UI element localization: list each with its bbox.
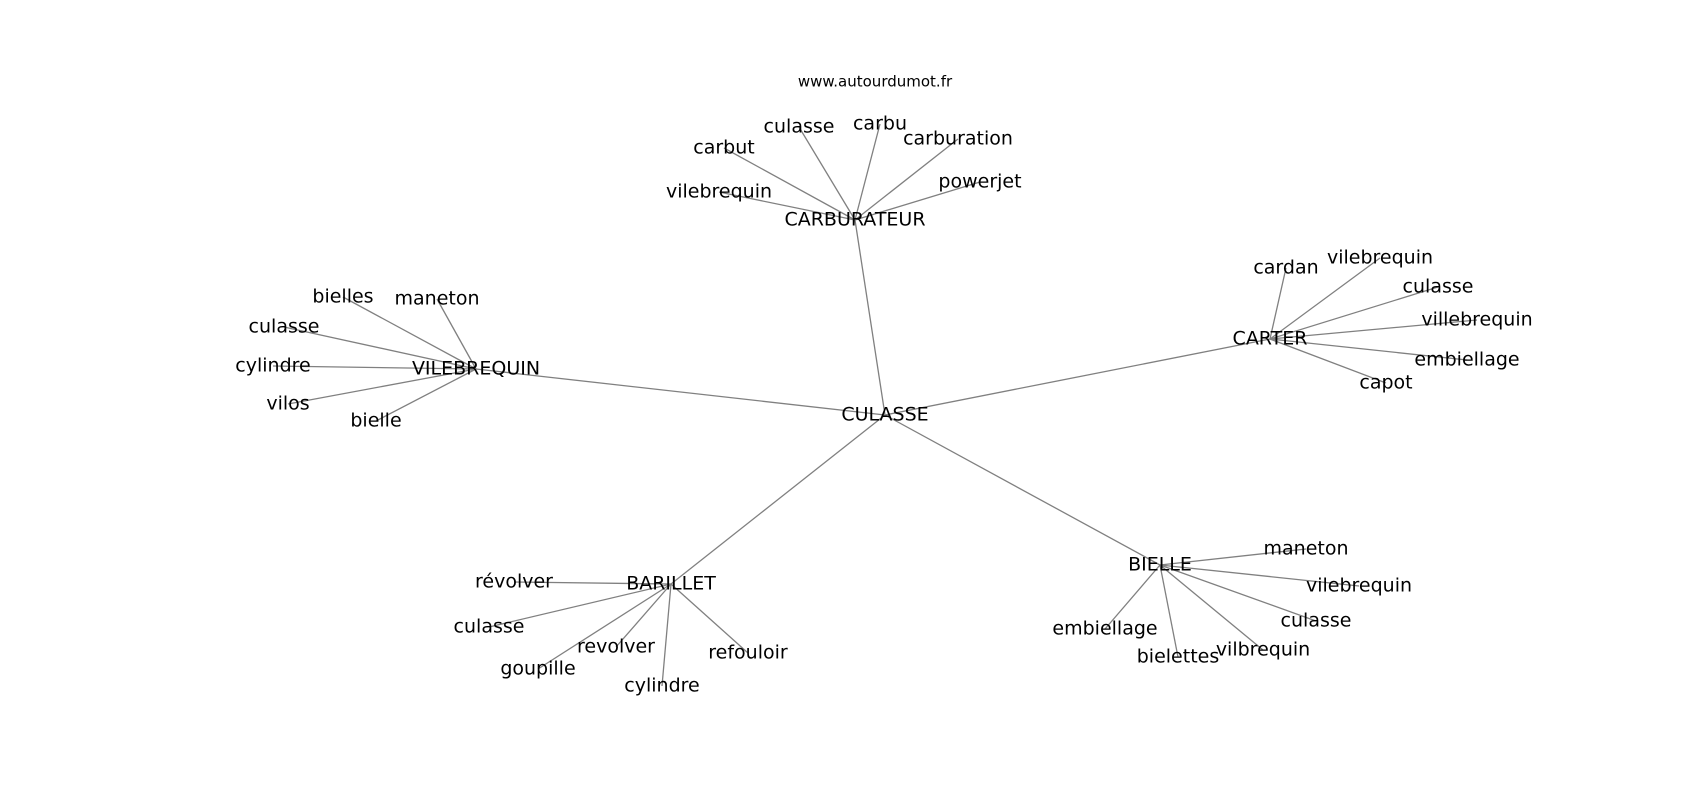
node-label-carb_carbu: carbu: [853, 113, 907, 135]
node-label-cart_culasse: culasse: [1403, 276, 1474, 298]
node-label-bielle_hub: BIELLE: [1128, 554, 1192, 576]
edge-barillet-bar_revolver_accent: [513, 581, 672, 585]
edge-bielle_hub-bie_culasse: [1159, 564, 1317, 622]
edge-vilebrequin_hub-vil_bielle: [375, 368, 477, 422]
edge-bielle_hub-bie_maneton: [1159, 548, 1307, 566]
edge-carburateur-carb_culasse: [798, 126, 856, 221]
edge-carburateur-carb_carbu: [854, 123, 881, 221]
node-label-carb_carburation: carburation: [903, 128, 1013, 150]
graph-edges: [272, 123, 1478, 687]
node-label-vil_vilos: vilos: [266, 393, 309, 415]
edge-carburateur-carb_carbut: [723, 147, 856, 221]
node-label-bie_bielettes: bielettes: [1137, 646, 1220, 668]
node-label-carburateur: CARBURATEUR: [784, 209, 925, 231]
node-label-carb_carbut: carbut: [693, 137, 754, 159]
node-label-vil_culasse: culasse: [249, 316, 320, 338]
edge-barillet-bar_revolver: [615, 583, 672, 648]
edge-vilebrequin_hub-vil_vilos: [287, 368, 477, 405]
edge-carter-cart_cardan: [1269, 267, 1287, 340]
node-label-cart_villebrequin: villebrequin: [1421, 309, 1532, 331]
edge-carter-cart_embiellage: [1269, 338, 1468, 361]
node-label-vil_maneton: maneton: [395, 288, 480, 310]
edge-culasse_center-carter: [884, 338, 1271, 416]
edge-vilebrequin_hub-vil_bielles: [342, 296, 477, 370]
node-label-vil_cylindre: cylindre: [235, 355, 310, 377]
node-label-bie_embiellage: embiellage: [1052, 618, 1157, 640]
node-label-vil_bielles: bielles: [312, 286, 373, 308]
node-label-vil_bielle: bielle: [350, 410, 401, 432]
node-label-carb_vilebrequin: vilebrequin: [666, 181, 772, 203]
node-label-bar_refouloir: refouloir: [708, 642, 788, 664]
edge-carter-cart_capot: [1269, 338, 1387, 384]
node-label-cart_capot: capot: [1359, 372, 1412, 394]
node-label-bar_culasse: culasse: [454, 616, 525, 638]
edge-carburateur-carb_carburation: [854, 138, 959, 221]
edge-bielle_hub-bie_vilebrequin: [1159, 564, 1360, 587]
edge-culasse_center-bielle_hub: [884, 414, 1161, 566]
node-label-cart_embiellage: embiellage: [1414, 349, 1519, 371]
node-label-vilebrequin_hub: VILEBREQUIN: [412, 358, 540, 380]
node-label-bie_culasse: culasse: [1281, 610, 1352, 632]
edge-vilebrequin_hub-vil_cylindre: [272, 365, 477, 370]
edge-carburateur-carb_vilebrequin: [718, 191, 856, 221]
source-site-label: www.autourdumot.fr: [798, 73, 953, 91]
node-label-bar_goupille: goupille: [500, 658, 575, 680]
edge-barillet-bar_culasse: [488, 583, 672, 628]
edge-barillet-bar_refouloir: [670, 583, 749, 654]
node-label-carb_culasse: culasse: [764, 116, 835, 138]
edge-barillet-bar_goupille: [537, 583, 672, 670]
edge-bielle_hub-bie_vilbrequin: [1159, 564, 1264, 651]
node-label-bie_maneton: maneton: [1264, 538, 1349, 560]
node-label-barillet: BARILLET: [626, 573, 716, 595]
edge-carburateur-carb_powerjet: [854, 181, 981, 221]
node-label-cart_cardan: cardan: [1253, 257, 1318, 279]
node-label-bie_vilebrequin: vilebrequin: [1306, 575, 1412, 597]
node-label-bar_revolver_accent: révolver: [475, 571, 553, 593]
edge-carter-cart_villebrequin: [1269, 319, 1478, 340]
edge-culasse_center-vilebrequin_hub: [475, 368, 886, 416]
node-label-culasse_center: CULASSE: [841, 404, 928, 426]
edge-bielle_hub-bie_embiellage: [1104, 564, 1161, 630]
node-label-bie_vilbrequin: vilbrequin: [1216, 639, 1310, 661]
node-label-carb_powerjet: powerjet: [938, 171, 1021, 193]
edge-vilebrequin_hub-vil_maneton: [436, 298, 477, 370]
edge-vilebrequin_hub-vil_culasse: [283, 326, 477, 370]
node-label-carter: CARTER: [1233, 328, 1308, 350]
edge-bielle_hub-bie_bielettes: [1159, 564, 1179, 658]
edge-carter-cart_culasse: [1269, 286, 1439, 340]
graph-nodes: CULASSE CARBURATEUR CARTER VILEBREQUIN BARIL…: [235, 113, 1532, 697]
edge-culasse_center-carburateur: [854, 219, 886, 416]
edge-culasse_center-barillet: [670, 414, 886, 585]
node-label-cart_vilebrequin: vilebrequin: [1327, 247, 1433, 269]
node-label-bar_cylindre: cylindre: [624, 675, 699, 697]
edge-barillet-bar_cylindre: [661, 583, 672, 687]
node-label-bar_revolver: revolver: [577, 636, 655, 658]
edge-carter-cart_vilebrequin: [1269, 257, 1381, 340]
